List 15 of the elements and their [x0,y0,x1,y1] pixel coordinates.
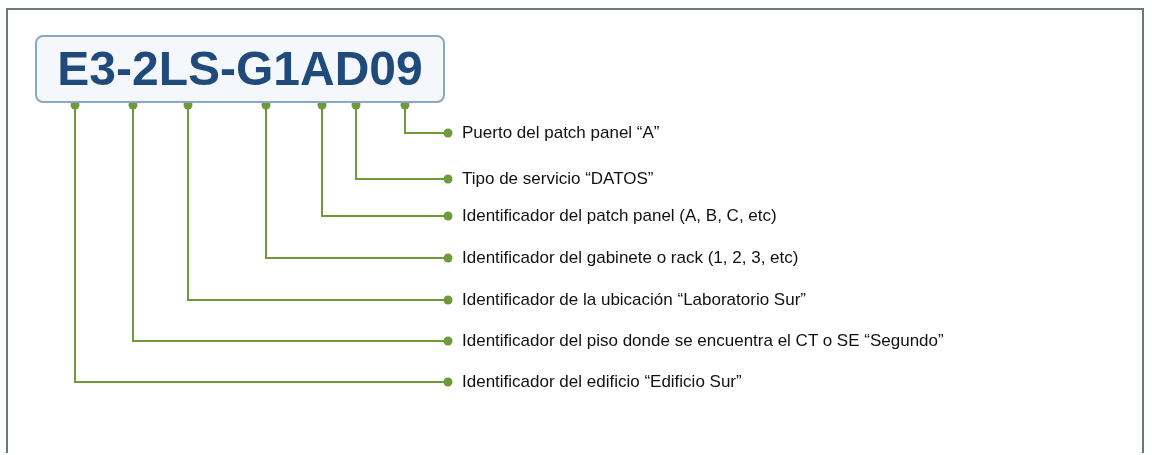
leader-line [400,100,453,138]
description-text: Tipo de servicio “DATOS” [462,168,654,190]
description-text: Identificador de la ubicación “Laboratorio Sur” [462,289,806,311]
description-text: Puerto del patch panel “A” [462,122,660,144]
leader-line [183,100,453,305]
description-text: Identificador del patch panel (A, B, C, etc) [462,205,777,227]
leader-line [317,100,453,221]
leader-line [70,100,453,387]
leader-line [128,100,453,346]
leader-line [261,100,453,263]
code-label-box: E3-2LS-G1AD09 [35,35,445,103]
leader-line [351,100,453,184]
description-text: Identificador del gabinete o rack (1, 2, 3, etc) [462,247,799,269]
description-text: Identificador del edificio “Edificio Sur” [462,371,742,393]
description-text: Identificador del piso donde se encuentra el CT o SE “Segundo” [462,330,944,352]
